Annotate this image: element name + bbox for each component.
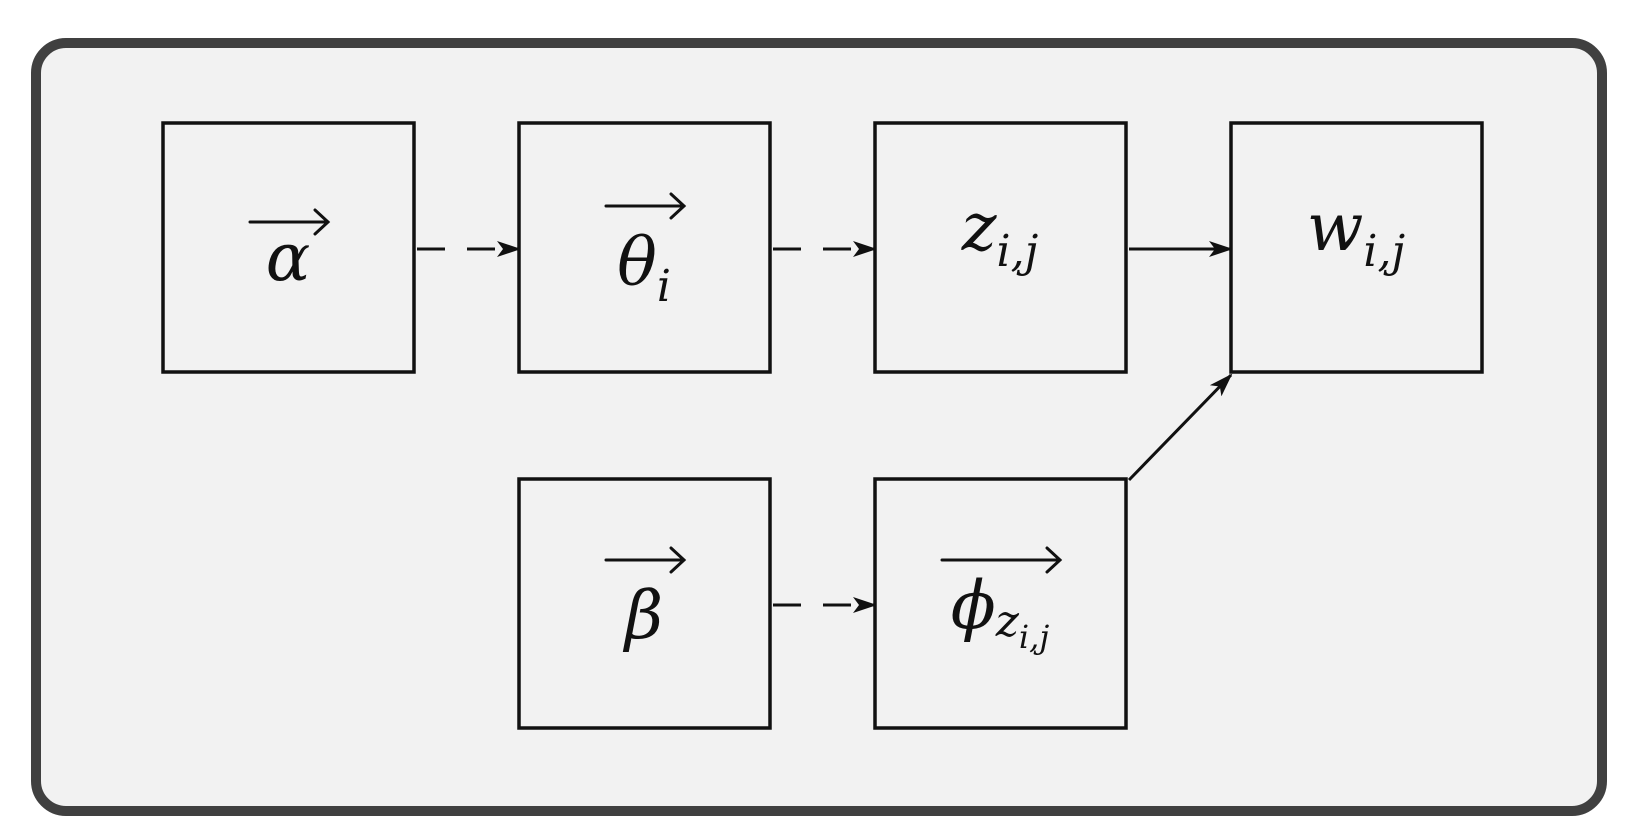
node-z-subscript: i,j bbox=[997, 226, 1039, 277]
svg-text:α: α bbox=[266, 219, 311, 296]
node-w-subscript: i,j bbox=[1363, 226, 1405, 277]
node-z-symbol: z bbox=[961, 189, 998, 266]
node-w-symbol: w bbox=[1307, 189, 1364, 266]
node-beta-symbol: β bbox=[622, 577, 663, 654]
svg-text:ϕzi,j: ϕzi,j bbox=[951, 567, 1050, 656]
node-phi: ϕzi,j bbox=[873, 477, 1128, 730]
diagram-frame bbox=[31, 38, 1607, 816]
node-alpha-symbol: α bbox=[266, 219, 311, 296]
vector-arrow-icon bbox=[604, 192, 687, 220]
node-theta: θi bbox=[517, 121, 772, 374]
node-beta: β bbox=[517, 477, 772, 730]
node-phi-subsubscript: i,j bbox=[1019, 618, 1049, 656]
vector-arrow-icon bbox=[940, 546, 1063, 574]
node-theta-symbol: θ bbox=[617, 224, 657, 301]
node-z: zi,j bbox=[873, 121, 1128, 374]
svg-text:θi: θi bbox=[617, 224, 671, 312]
edge-phi-w bbox=[1127, 373, 1233, 482]
node-w: wi,j bbox=[1229, 121, 1484, 374]
svg-text:β: β bbox=[622, 577, 663, 654]
svg-text:wi,j: wi,j bbox=[1307, 189, 1405, 277]
vector-arrow-icon bbox=[248, 208, 331, 236]
node-phi-symbol: ϕ bbox=[951, 567, 996, 644]
node-theta-subscript: i bbox=[657, 261, 671, 312]
edges bbox=[417, 241, 1233, 613]
node-phi-subscript: z bbox=[995, 596, 1020, 647]
node-alpha: α bbox=[161, 121, 416, 374]
vector-arrow-icon bbox=[604, 546, 687, 574]
svg-text:zi,j: zi,j bbox=[961, 189, 1038, 277]
